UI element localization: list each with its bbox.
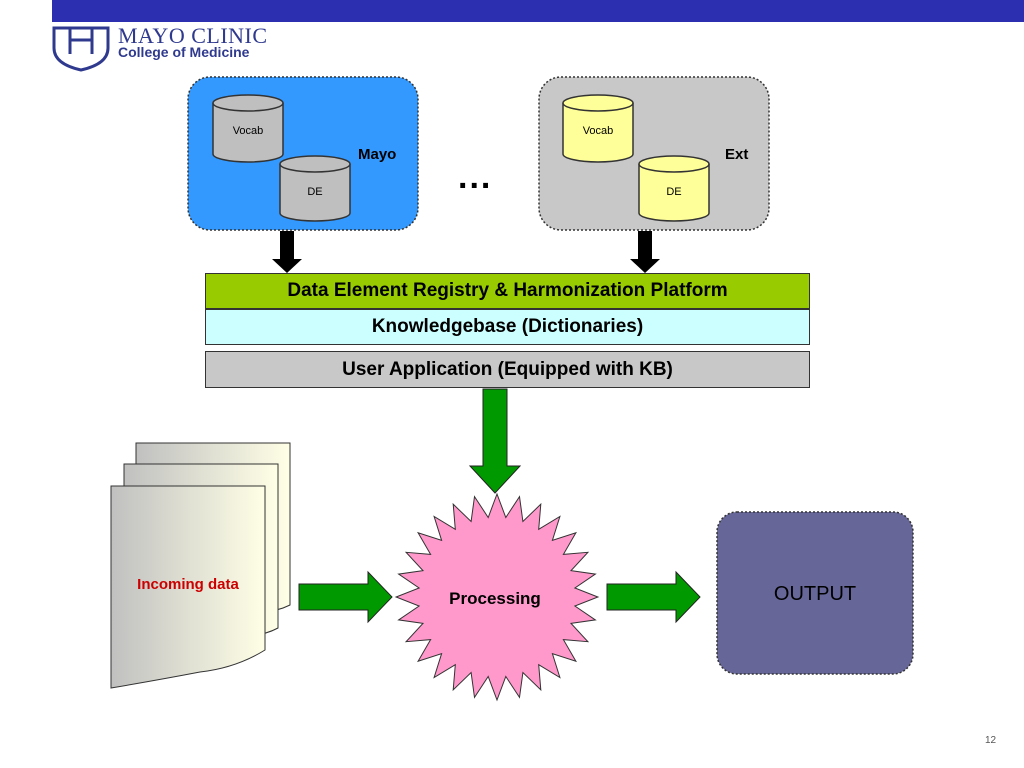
- document-stack-icon: [110, 442, 291, 689]
- ext-de-database-icon: [638, 155, 710, 222]
- knowledgebase-layer: Knowledgebase (Dictionaries): [205, 309, 810, 345]
- output-label: OUTPUT: [773, 583, 857, 605]
- app-to-processing-arrow-down-icon: [468, 388, 522, 494]
- output-box: [716, 511, 914, 675]
- logo-title: MAYO CLINIC: [118, 23, 268, 48]
- registry-layer: Data Element Registry & Harmonization Pl…: [205, 273, 810, 309]
- ellipsis-label: ...: [458, 158, 493, 196]
- ext-source-label: Ext: [725, 146, 749, 163]
- shield-logo-icon: [52, 26, 110, 72]
- mayo-source-label: Mayo: [358, 146, 397, 163]
- header-bar: [52, 0, 1024, 22]
- ext-vocab-database-icon: [562, 94, 634, 163]
- mayo-de-database-icon: [279, 155, 351, 222]
- page-number: 12: [985, 735, 997, 746]
- logo-subtitle: College of Medicine: [118, 44, 250, 60]
- mayo-vocab-database-icon: [212, 94, 284, 163]
- user-application-layer-label: User Application (Equipped with KB): [342, 358, 673, 380]
- knowledgebase-layer-label: Knowledgebase (Dictionaries): [371, 316, 644, 337]
- mayo-de-label: DE: [307, 186, 323, 198]
- mayo-arrow-down-icon: [272, 231, 302, 273]
- output-arrow-right-icon: [606, 570, 701, 624]
- ext-de-label: DE: [666, 186, 682, 198]
- user-application-layer: User Application (Equipped with KB): [205, 351, 810, 388]
- mayo-vocab-label: Vocab: [232, 125, 264, 137]
- incoming-data-label: Incoming data: [137, 576, 239, 593]
- ext-arrow-down-icon: [630, 231, 660, 273]
- registry-layer-label: Data Element Registry & Harmonization Pl…: [287, 280, 728, 301]
- processing-starburst-icon: [394, 492, 600, 702]
- incoming-arrow-right-icon: [298, 570, 393, 624]
- processing-label: Processing: [449, 589, 541, 608]
- ext-vocab-label: Vocab: [582, 125, 614, 137]
